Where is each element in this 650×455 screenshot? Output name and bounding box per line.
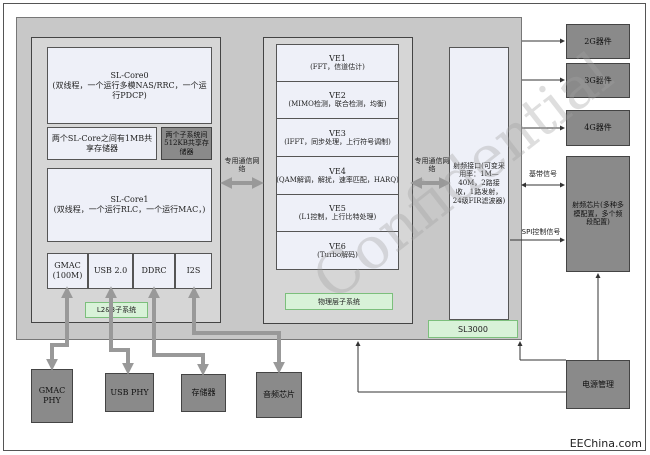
power-management: 电源管理 bbox=[566, 360, 630, 409]
gmac-phy: GMAC PHY bbox=[31, 369, 73, 423]
sl-core0: SL-Core0 (双线程，一个运行多模NAS/RRC，一个运行PDCP) bbox=[47, 47, 212, 124]
usb-phy: USB PHY bbox=[105, 373, 154, 412]
ve-block: VE5(L1控制，上行比特处理) bbox=[276, 195, 399, 233]
rf-chip: 射频芯片(多种多模配置，多个频段配置) bbox=[566, 156, 630, 272]
phy-label: 物理层子系统 bbox=[285, 293, 393, 310]
array-4g: 4G器件 bbox=[566, 110, 630, 146]
gmac-link bbox=[46, 286, 73, 371]
port-usb: USB 2.0 bbox=[88, 253, 133, 289]
array-2g: 2G器件 bbox=[566, 24, 630, 59]
ve-desc: (IFFT，同步处理，上行符号调制) bbox=[284, 137, 391, 146]
sl-core1: SL-Core1 (双线程，一个运行RLC，一个运行MAC，) bbox=[47, 168, 212, 242]
shared-memory-512kb: 两个子系统间512KB共享存储器 bbox=[161, 127, 212, 160]
ve-title: VE1 bbox=[329, 53, 346, 63]
ve-title: VE4 bbox=[329, 166, 346, 176]
ve-desc: (Turbo解码) bbox=[317, 251, 358, 260]
rf-interface: 射频接口(可变采用率：1M—40M，2路接收，1路发射，24级FIR滤波器) bbox=[449, 47, 509, 320]
ve-title: VE5 bbox=[329, 204, 346, 214]
port-ddrc: DDRC bbox=[133, 253, 175, 289]
ve-desc: (QAM解调，解扰，速率匹配，HARQ) bbox=[276, 175, 399, 184]
shared-memory-1mb: 两个SL-Core之间有1MB共享存储器 bbox=[47, 127, 157, 160]
sl3000-label: SL3000 bbox=[428, 320, 518, 338]
ve-block: VE1(FFT，信道估计) bbox=[276, 44, 399, 82]
port-i2s: I2S bbox=[175, 253, 212, 289]
sig-spi: SPI控制信号 bbox=[521, 228, 561, 236]
usb-link bbox=[105, 286, 134, 375]
ve-block: VE3(IFFT，同步处理，上行符号调制) bbox=[276, 119, 399, 157]
ve-block: VE4(QAM解调，解扰，速率匹配，HARQ) bbox=[276, 157, 399, 195]
ve-title: VE3 bbox=[329, 128, 346, 138]
ve-block: VE2(MIMO检测，联合检测，均衡) bbox=[276, 82, 399, 120]
port-gmac: GMAC (100M) bbox=[47, 253, 88, 289]
bus-label-2: 专用通信网络 bbox=[414, 157, 450, 174]
array-3g: 3G器件 bbox=[566, 63, 630, 98]
ve-stack bbox=[276, 44, 399, 270]
ve-desc: (FFT，信道估计) bbox=[310, 62, 365, 71]
ve-title: VE2 bbox=[329, 91, 346, 101]
ve-title: VE6 bbox=[329, 242, 346, 252]
bus-label-1: 专用通信网络 bbox=[224, 157, 260, 174]
sig-baseband: 基带信号 bbox=[529, 170, 557, 178]
memory-chip: 存储器 bbox=[181, 374, 226, 412]
i2s-link bbox=[188, 286, 285, 374]
diagram-frame bbox=[3, 3, 646, 451]
ve-desc: (L1控制，上行比特处理) bbox=[298, 213, 377, 222]
ve-desc: (MIMO检测，联合检测，均衡) bbox=[288, 100, 387, 109]
ve-block: VE6(Turbo解码) bbox=[276, 232, 399, 270]
brand-text: EEChina.com bbox=[569, 437, 642, 450]
